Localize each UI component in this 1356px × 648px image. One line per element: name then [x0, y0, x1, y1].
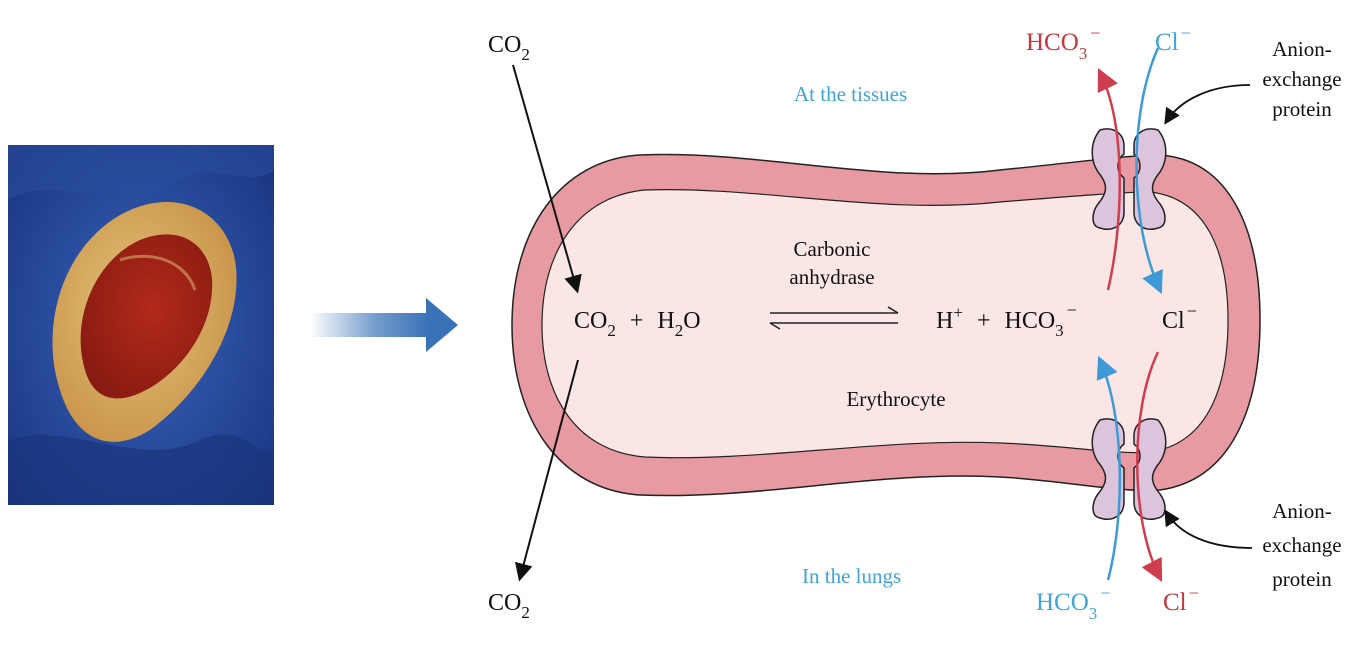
hco3-bottom-label: HCO3−	[1036, 583, 1110, 623]
equation-products: H++HCO3−	[936, 300, 1077, 340]
hco3-top-label: HCO3−	[1026, 23, 1100, 63]
pointer-arrow-top	[1164, 84, 1251, 125]
cl-influx-arrow-top	[1135, 47, 1163, 295]
anion-exchange-protein-top	[1091, 128, 1167, 230]
svg-text:exchange: exchange	[1262, 533, 1341, 557]
cl-efflux-arrow-bottom	[1136, 351, 1163, 582]
svg-text:protein: protein	[1272, 97, 1332, 121]
hco3-influx-arrow-bottom	[1096, 355, 1122, 581]
svg-text:Carbonic: Carbonic	[794, 237, 871, 261]
co2-top-label: CO2	[488, 32, 530, 64]
svg-text:Anion-: Anion-	[1272, 499, 1332, 523]
pointer-arrow-bottom	[1164, 509, 1253, 549]
erythrocyte-label: Erythrocyte	[846, 387, 945, 411]
hco3-efflux-arrow-top	[1097, 67, 1121, 291]
right-arrow-icon	[310, 298, 458, 352]
carbonic-anhydrase-label: Carbonic anhydrase	[789, 237, 874, 289]
co2-efflux-arrow	[515, 359, 579, 582]
svg-text:Anion-: Anion-	[1272, 37, 1332, 61]
cl-inside-label: Cl−	[1162, 301, 1197, 334]
anion-exchange-protein-bottom	[1091, 418, 1167, 520]
equilibrium-arrows-icon	[769, 306, 899, 330]
cl-top-label: Cl−	[1155, 23, 1191, 56]
co2-influx-arrow	[512, 64, 582, 294]
anion-exchange-label-top: Anion- exchange protein	[1262, 37, 1341, 121]
at-the-tissues-label: At the tissues	[794, 82, 907, 106]
erythrocyte-micrograph	[8, 145, 274, 505]
svg-text:anhydrase: anhydrase	[789, 265, 874, 289]
in-the-lungs-label: In the lungs	[802, 564, 901, 588]
equation-reactants: CO2+H2O	[574, 308, 701, 340]
svg-text:exchange: exchange	[1262, 67, 1341, 91]
svg-text:protein: protein	[1272, 567, 1332, 591]
cl-bottom-label: Cl−	[1163, 583, 1199, 616]
co2-bottom-label: CO2	[488, 590, 530, 622]
anion-exchange-label-bottom: Anion- exchange protein	[1262, 499, 1341, 591]
